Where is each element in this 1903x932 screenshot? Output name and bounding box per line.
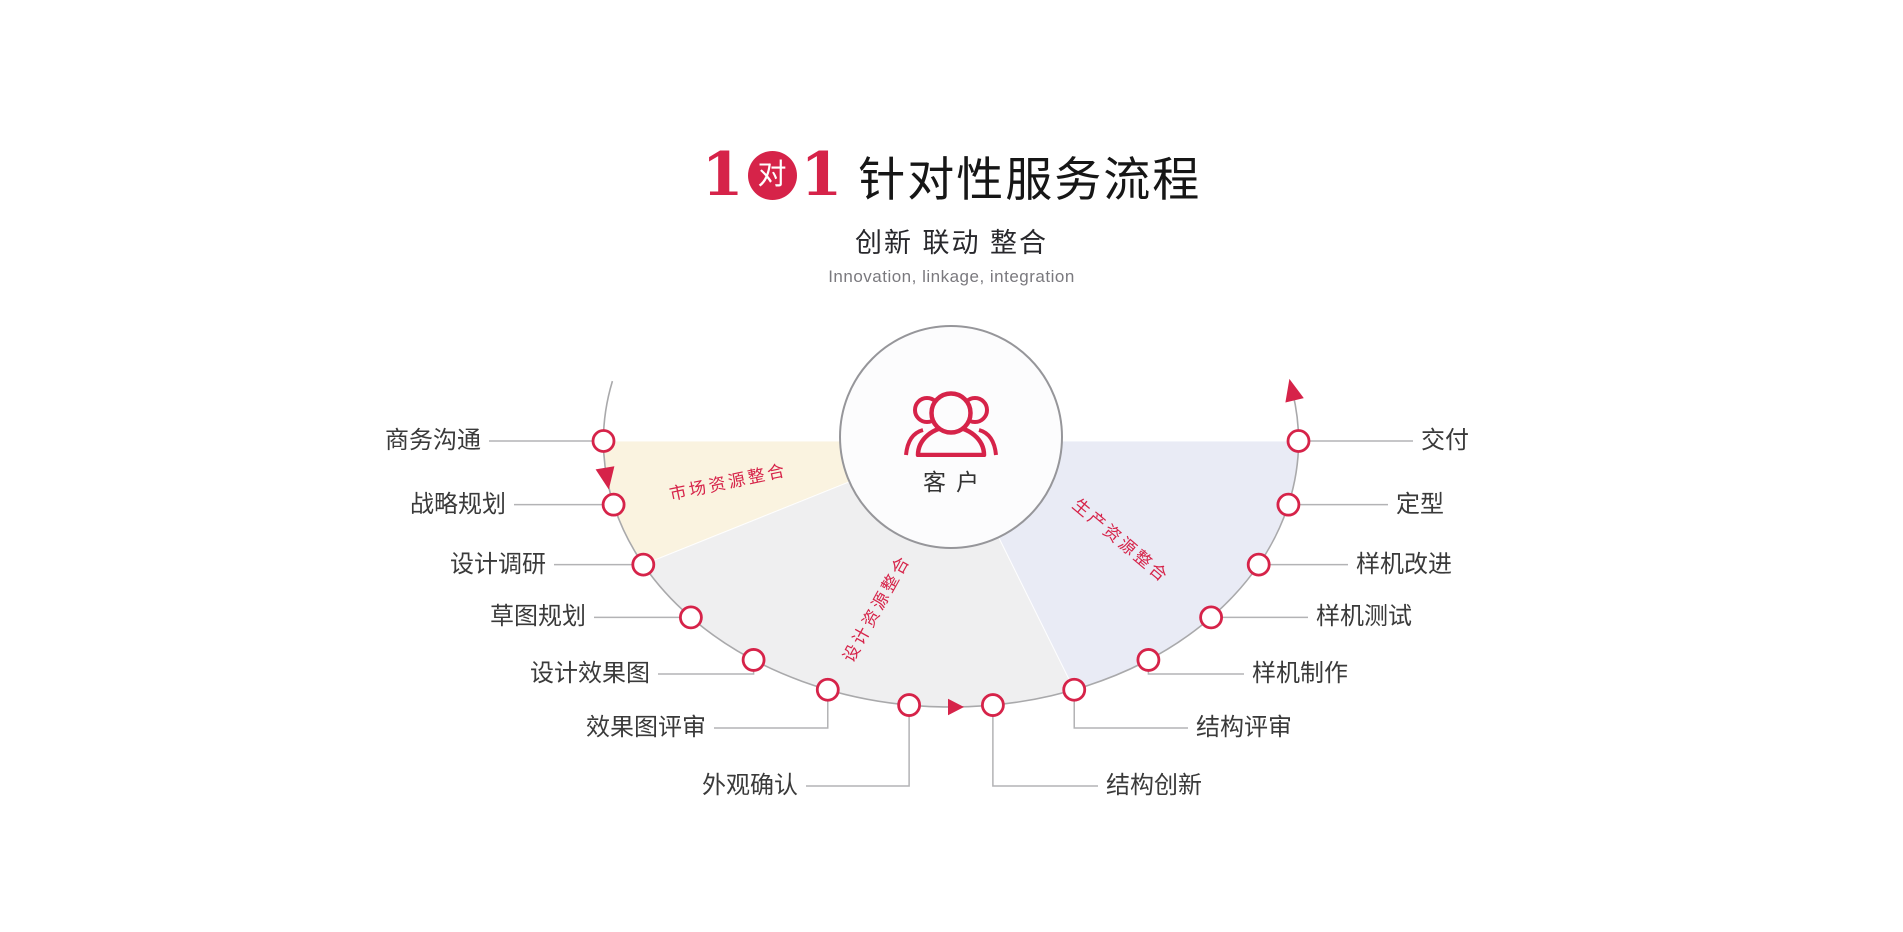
stage-node [741, 648, 766, 672]
page-title: 1 对 1 针对性服务流程 [0, 142, 1903, 208]
stage-label: 效果图评审 [586, 714, 706, 741]
stage-label: 交付 [1421, 427, 1469, 454]
stage-connector [714, 689, 829, 729]
customers-icon [904, 391, 998, 457]
customer-circle: 客户 [839, 325, 1063, 549]
stage-label: 样机改进 [1356, 550, 1452, 578]
stage-label: 结构评审 [1196, 714, 1292, 741]
stage-node [591, 429, 616, 453]
stage-connector [806, 705, 910, 787]
stage-node [678, 605, 703, 630]
title-numeral-left: 1 [701, 140, 744, 210]
stage-node [1286, 429, 1311, 453]
stage-label: 样机测试 [1316, 603, 1412, 631]
flow-mid-arrow [948, 698, 964, 716]
customer-label: 客户 [923, 469, 989, 495]
flow-end-arrow [1285, 378, 1304, 403]
stage-node [815, 677, 840, 702]
stage-label: 商务沟通 [385, 427, 481, 454]
stage-node [1246, 552, 1271, 577]
stage-node [1136, 648, 1161, 672]
subtitle: 创新 联动 整合 [854, 228, 1048, 258]
subtitle-english: Innovation, linkage, integration [828, 267, 1075, 286]
stage-node [980, 693, 1005, 717]
stage-label: 设计调研 [450, 550, 546, 578]
stage-label: 战略规划 [410, 490, 506, 518]
stage-label: 草图规划 [490, 603, 586, 631]
stage-label: 样机制作 [1252, 660, 1348, 687]
stage-connector [1147, 659, 1244, 675]
title-numeral-right: 1 [800, 140, 843, 210]
process-arc [602, 380, 1300, 708]
stage-node [1199, 605, 1224, 630]
stage-label: 设计效果图 [530, 660, 650, 687]
stage-node [897, 693, 922, 717]
stage-node [1276, 492, 1301, 517]
header: 1 对 1 针对性服务流程 创新 联动 整合 Innovation, linka… [0, 0, 1903, 287]
stage-connector [1073, 689, 1188, 729]
stage-node [1062, 677, 1087, 702]
stage-label: 外观确认 [702, 772, 798, 799]
title-badge: 对 [747, 150, 797, 200]
stage-connector [992, 705, 1098, 787]
stage-node [631, 552, 656, 577]
stage-connector [658, 659, 755, 675]
stage-label: 结构创新 [1106, 772, 1202, 799]
title-text: 针对性服务流程 [858, 152, 1202, 206]
stage-node [601, 492, 626, 517]
flow-start-arrow [595, 466, 615, 490]
stage-label: 定型 [1396, 490, 1444, 518]
